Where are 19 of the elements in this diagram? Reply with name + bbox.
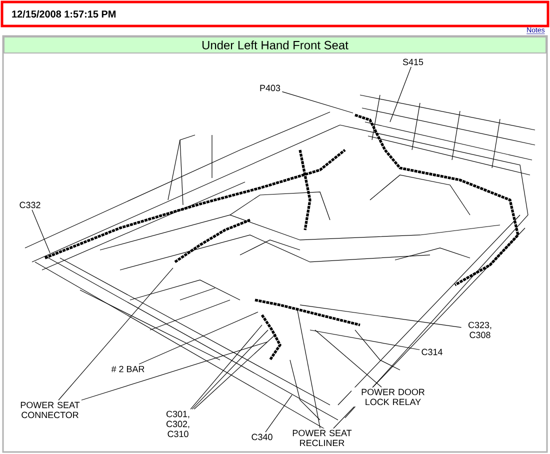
leader-line	[81, 342, 268, 400]
leader-line	[58, 268, 174, 400]
title-bar: Under Left Hand Front Seat	[4, 36, 546, 54]
leader-line	[314, 330, 382, 388]
callout-label: POWER DOOR LOCK RELAY	[352, 387, 434, 407]
callout-label: POWER SEAT RECLINER	[284, 428, 360, 448]
leader-line	[32, 210, 50, 254]
leader-line	[138, 312, 258, 364]
leader-line	[300, 304, 462, 328]
leader-line	[282, 91, 354, 114]
callout-label: C301, C302, C310	[162, 409, 194, 439]
leader-line	[296, 308, 320, 428]
callout-label: C323, C308	[462, 320, 498, 340]
timestamp-bar: 12/15/2008 1:57:15 PM	[0, 0, 550, 28]
leader-line	[390, 66, 412, 122]
callout-label: POWER SEAT CONNECTOR	[18, 400, 82, 420]
leader-line	[194, 334, 276, 410]
leader-line	[310, 330, 420, 350]
leader-line	[265, 394, 292, 432]
